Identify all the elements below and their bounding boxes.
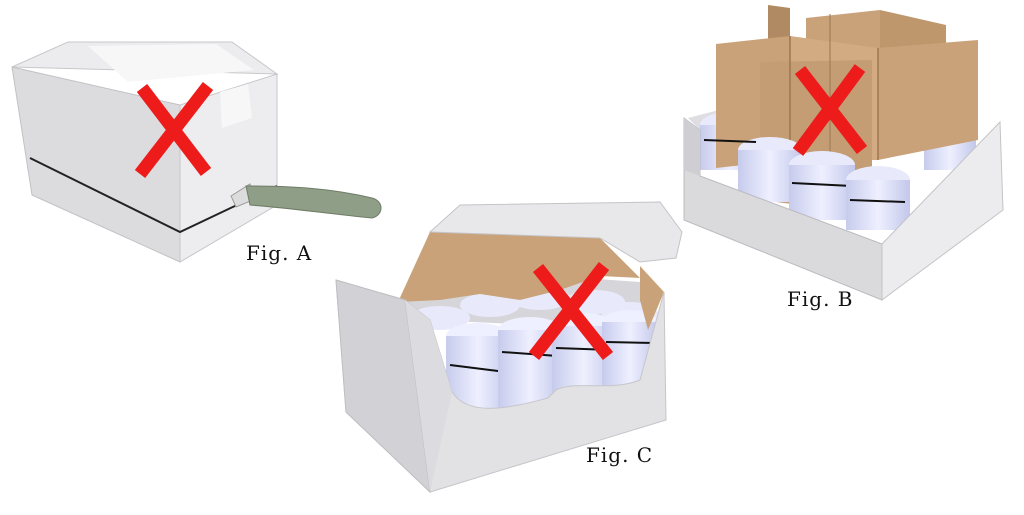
sealed-box xyxy=(11,41,279,263)
figure-b xyxy=(683,5,1004,301)
box-flap xyxy=(398,201,683,330)
figure-a-label: Fig. A xyxy=(246,241,313,265)
box-cutter-icon xyxy=(230,183,382,219)
open-box xyxy=(335,279,667,494)
x-mark-icon xyxy=(792,64,868,156)
jar-row xyxy=(703,137,910,230)
tray xyxy=(683,117,1004,301)
x-mark-icon xyxy=(134,82,214,178)
figure-c-label: Fig. C xyxy=(586,443,654,467)
figure-a xyxy=(11,41,382,263)
x-mark-icon xyxy=(528,262,614,361)
figure-b-label: Fig. B xyxy=(787,287,854,311)
figure-c xyxy=(335,201,683,494)
